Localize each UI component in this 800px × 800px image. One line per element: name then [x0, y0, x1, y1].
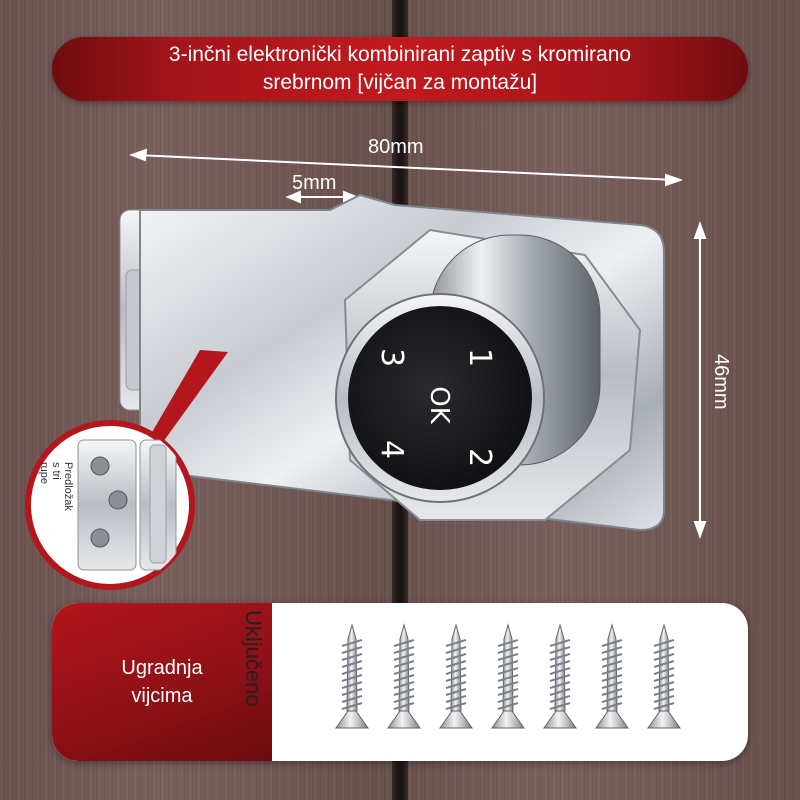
- width-dimension-label: 80mm: [368, 136, 424, 158]
- keypad-key-2: 2: [462, 447, 498, 468]
- screw-icon: [439, 623, 473, 729]
- keypad-key-4: 4: [374, 439, 410, 460]
- screws-illustration: [335, 623, 681, 729]
- height-dimension-label: 46mm: [710, 354, 732, 410]
- keypad-key-3: 3: [374, 347, 410, 368]
- keypad-key-1: 1: [462, 347, 498, 368]
- hinge-inset: [25, 350, 228, 590]
- screw-icon: [491, 623, 525, 729]
- template-inset-label: Predložak s tri rupe: [38, 462, 74, 511]
- included-label: Uključeno: [241, 610, 266, 707]
- screw-icon: [543, 623, 577, 729]
- keypad-ok-key: OK: [423, 386, 454, 424]
- title-banner: 3-inčni elektronički kombinirani zaptiv …: [52, 37, 748, 101]
- screw-panel-red-block: [52, 603, 272, 761]
- screw-icon: [335, 623, 369, 729]
- screw-panel: Ugradnja vijcima: [52, 603, 748, 761]
- screw-icon: [387, 623, 421, 729]
- screw-icon: [647, 623, 681, 729]
- screw-icon: [595, 623, 629, 729]
- offset-dimension-label: 5mm: [292, 172, 337, 194]
- product-title: 3-inčni elektronički kombinirani zaptiv …: [168, 43, 632, 94]
- keypad-face: [348, 306, 532, 490]
- installation-label: Ugradnja vijcima: [121, 657, 203, 707]
